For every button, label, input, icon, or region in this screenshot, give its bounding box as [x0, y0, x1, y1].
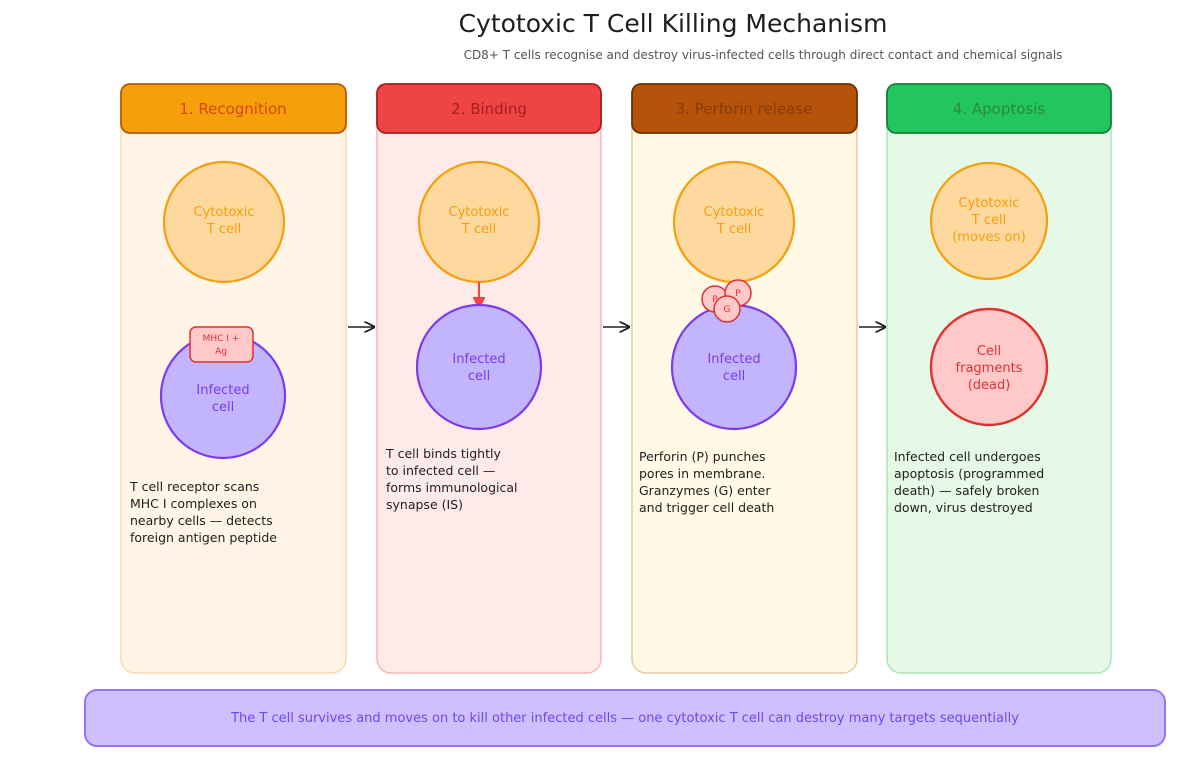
- stage-description-line2: apoptosis (programmed: [894, 466, 1044, 481]
- stage-description-line2: MHC I complexes on: [130, 496, 257, 511]
- infected-cell-label-line2: cell: [723, 369, 745, 384]
- tcell-label-line1: Cytotoxic: [959, 196, 1020, 211]
- granzyme-granule-label: G: [724, 305, 731, 315]
- stage-header-label: 1. Recognition: [179, 100, 286, 118]
- dead-cell-circle: [929, 307, 1049, 427]
- footer-banner: [84, 689, 1166, 747]
- stage-recognition: 1. Recognition Cytotoxic T cell Infected…: [120, 83, 347, 674]
- tcell-label-line1: Cytotoxic: [704, 205, 765, 220]
- tcell-label-line2: T cell: [716, 222, 751, 237]
- stage-description-line4: synapse (IS): [386, 497, 463, 512]
- tcell-label-line2: T cell: [971, 213, 1006, 228]
- tcell-circle: [929, 161, 1049, 281]
- stage-binding: 2. Binding Cytotoxic T cell Infected cel…: [376, 83, 602, 674]
- stage-apoptosis: 4. Apoptosis Cytotoxic T cell (moves on)…: [886, 83, 1112, 674]
- dead-cell-label-line1: Cell: [977, 344, 1001, 359]
- stage-description-line1: T cell receptor scans: [129, 479, 259, 494]
- stage-description-line4: down, virus destroyed: [894, 500, 1033, 515]
- stage-header-label: 2. Binding: [451, 100, 527, 118]
- mhc-badge-line2: Ag: [215, 347, 227, 357]
- mhc-badge: [189, 326, 254, 363]
- stage-header: [376, 83, 602, 134]
- dead-cell-label-line3: (dead): [968, 378, 1011, 393]
- stage-header-label: 4. Apoptosis: [953, 100, 1046, 118]
- tcell-label-line1: Cytotoxic: [449, 205, 510, 220]
- perforin-granule-label: P: [735, 289, 741, 299]
- stage-description-line1: Infected cell undergoes: [894, 449, 1041, 464]
- stage-perforin-release: 3. Perforin release Cytotoxic T cell Inf…: [631, 83, 858, 674]
- infected-cell-label-line2: cell: [212, 400, 234, 415]
- stage-description-line4: foreign antigen peptide: [130, 530, 277, 545]
- dead-cell-label-line2: fragments: [956, 361, 1023, 376]
- stage-description-line3: forms immunological: [386, 480, 517, 495]
- stage-description-line3: nearby cells — detects: [130, 513, 273, 528]
- stage-header-label: 3. Perforin release: [676, 100, 813, 118]
- stage-description-line1: T cell binds tightly: [385, 446, 501, 461]
- tcell-label-line2: T cell: [461, 222, 496, 237]
- infected-cell-label-line1: Infected: [452, 352, 505, 367]
- page-title: Cytotoxic T Cell Killing Mechanism: [459, 9, 888, 38]
- stage-description-line2: pores in membrane.: [639, 466, 765, 481]
- stage-header: [120, 83, 347, 134]
- stage-description-line1: Perforin (P) punches: [639, 449, 766, 464]
- infected-cell-label-line1: Infected: [196, 383, 249, 398]
- mhc-badge-line1: MHC I +: [203, 334, 240, 344]
- tcell-circle: [162, 160, 286, 284]
- stage-description-line3: death) — safely broken: [894, 483, 1039, 498]
- tcell-label-line2: T cell: [206, 222, 241, 237]
- stage-header: [631, 83, 858, 134]
- perforin-granule-label: P: [712, 295, 718, 305]
- tcell-label-line1: Cytotoxic: [194, 205, 255, 220]
- granzyme-granule: [713, 295, 741, 323]
- footer-text: The T cell survives and moves on to kill…: [230, 711, 1019, 726]
- page-subtitle: CD8+ T cells recognise and destroy virus…: [464, 48, 1063, 62]
- granule-cluster: P P G: [701, 279, 752, 323]
- stage-header: [886, 83, 1112, 134]
- stage-description-line3: Granzymes (G) enter: [639, 483, 771, 498]
- infected-cell-circle: [415, 303, 543, 431]
- stage-description-line2: to infected cell —: [386, 463, 495, 478]
- infected-cell-label-line2: cell: [468, 369, 490, 384]
- tcell-label-line3: (moves on): [952, 230, 1026, 245]
- infected-cell-label-line1: Infected: [707, 352, 760, 367]
- infected-cell-circle: [670, 303, 798, 431]
- stage-description-line4: and trigger cell death: [639, 500, 774, 515]
